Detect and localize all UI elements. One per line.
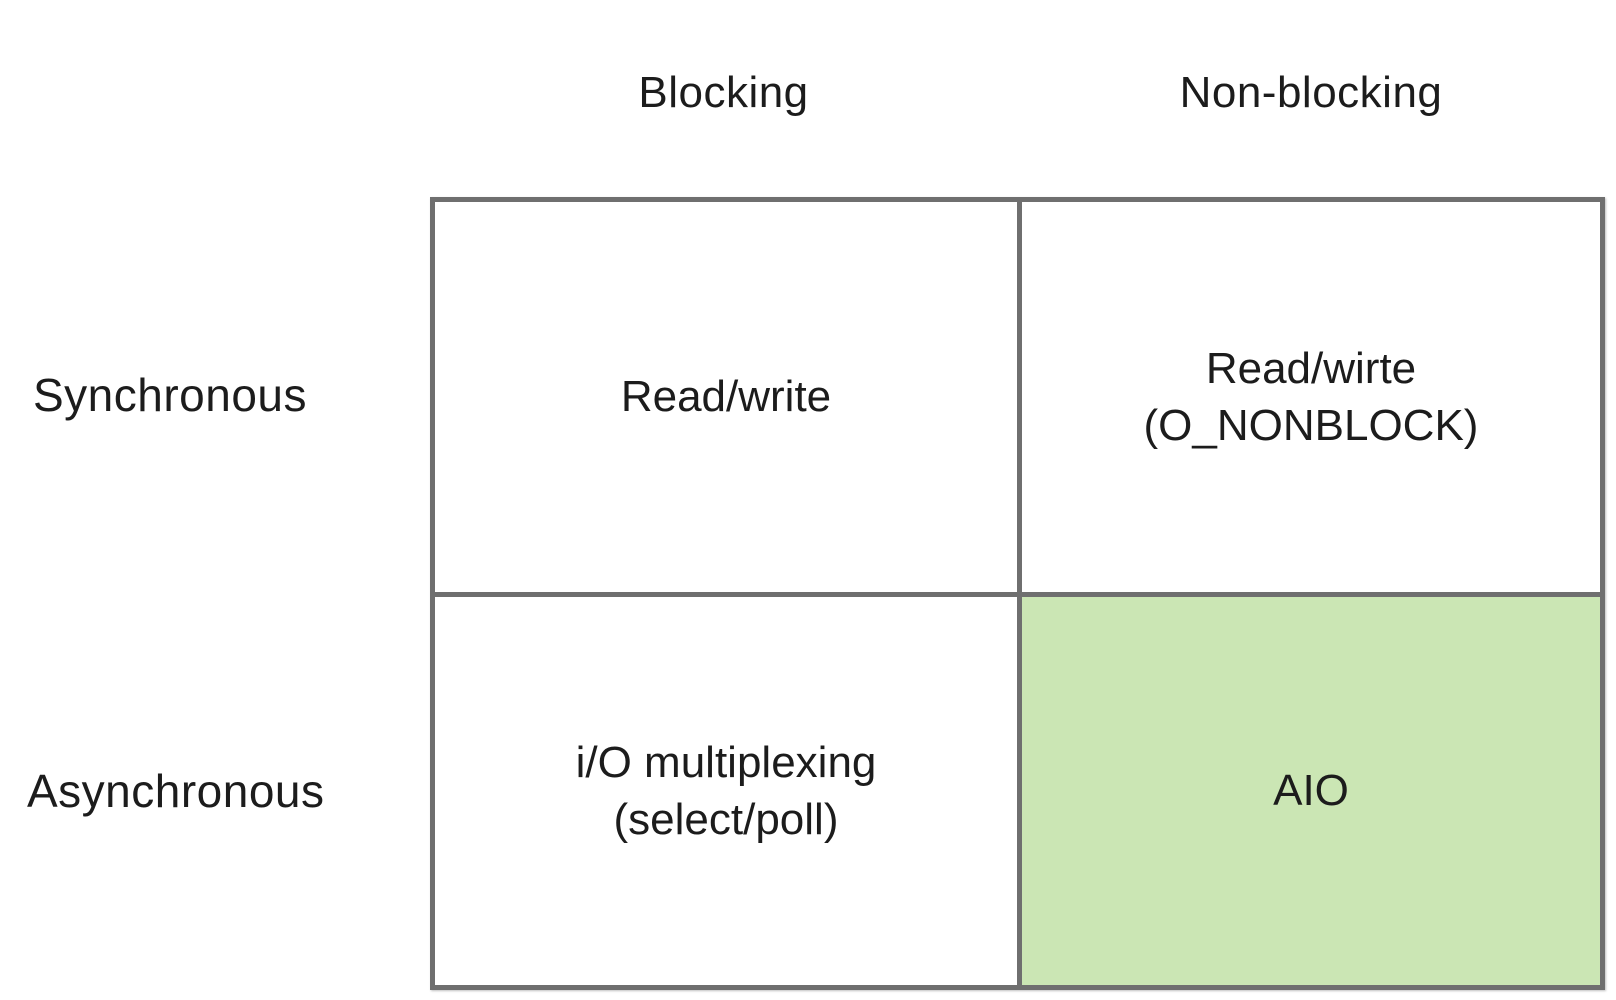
row-header-asynchronous: Asynchronous — [27, 765, 325, 817]
cell-asynchronous-non-blocking-aio-highlighted: AIO — [1022, 597, 1600, 985]
cell-synchronous-non-blocking: Read/wirte (O_NONBLOCK) — [1022, 202, 1600, 597]
cell-text-line: i/O multiplexing — [575, 737, 877, 787]
cell-text-line: (select/poll) — [613, 795, 839, 844]
cell-asynchronous-blocking: i/O multiplexing (select/poll) — [435, 597, 1022, 985]
column-header-non-blocking: Non-blocking — [1179, 68, 1443, 117]
io-models-matrix: Read/write Read/wirte (O_NONBLOCK) i/O m… — [430, 197, 1605, 990]
cell-text-line: Read/write — [620, 372, 832, 422]
cell-synchronous-blocking: Read/write — [435, 202, 1022, 597]
cell-text-line: (O_NONBLOCK) — [1143, 401, 1479, 450]
row-header-synchronous: Synchronous — [33, 368, 307, 421]
cell-text-line: Read/wirte — [1205, 343, 1417, 393]
cell-text-line: AIO — [1273, 766, 1349, 816]
column-header-blocking: Blocking — [638, 68, 809, 117]
